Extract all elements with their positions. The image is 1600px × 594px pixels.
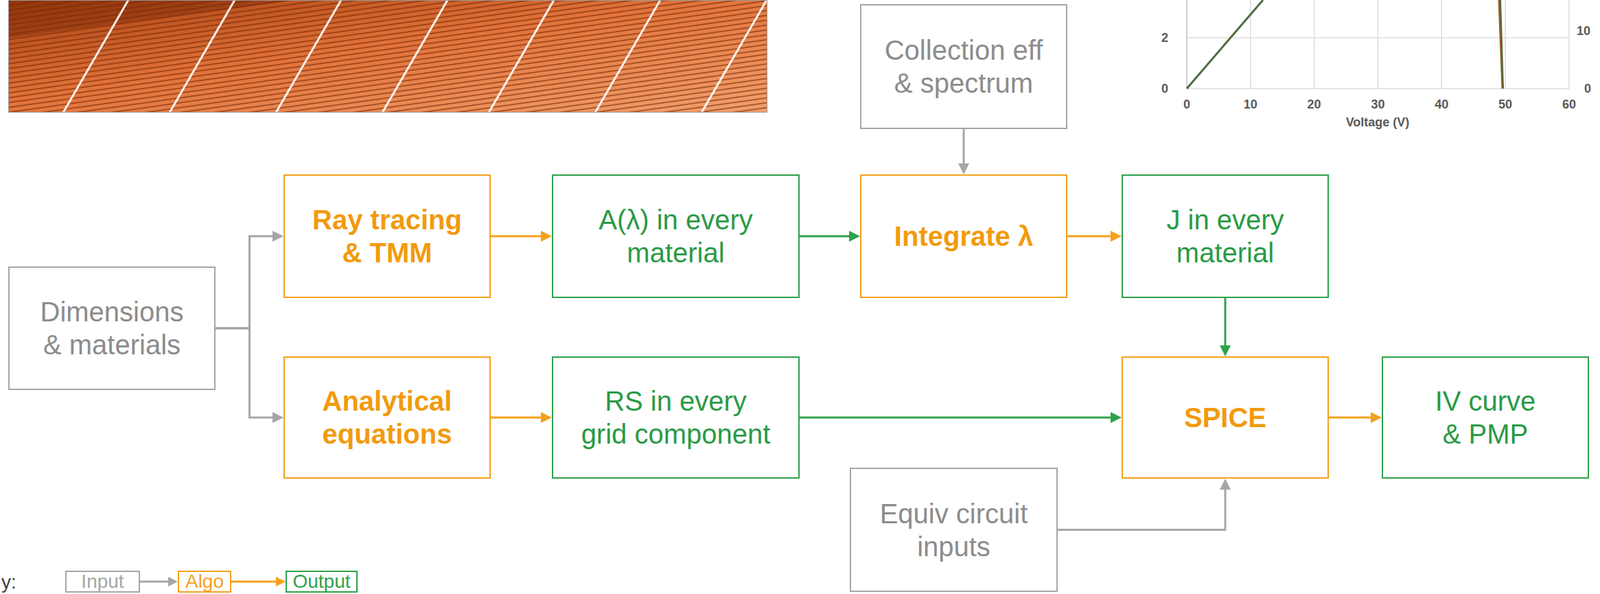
axis-tick-label: 30 — [1370, 97, 1385, 112]
flow-connector — [490, 230, 552, 242]
connector-line — [215, 328, 276, 418]
input-box: Dimensions & materials — [8, 266, 216, 390]
connector-line — [963, 129, 966, 167]
axis-tick-label: 2 — [1161, 30, 1169, 46]
arrow-head — [540, 230, 552, 242]
box-text: Analytical equations — [294, 384, 480, 451]
flow-connector — [1067, 230, 1122, 242]
flow-connector — [215, 230, 284, 329]
connector-line — [1067, 235, 1114, 238]
flow-connector — [215, 328, 284, 423]
connector-line — [799, 416, 1114, 419]
axis-tick-label: 0 — [1183, 97, 1191, 112]
flow-connector — [1219, 297, 1231, 357]
connector-line — [1057, 486, 1226, 530]
flow-connector — [799, 411, 1122, 423]
axis-tick-label: 0 — [1161, 81, 1169, 97]
axis-tick-label: Voltage (V) — [1346, 115, 1410, 130]
box-text: Integrate λ — [894, 219, 1034, 253]
arrow-head — [1110, 411, 1122, 423]
connector-line — [1328, 416, 1374, 419]
flow-connector — [799, 230, 861, 242]
connector-line — [799, 235, 852, 238]
axis-tick-label: 20 — [1307, 97, 1322, 112]
connector-line — [215, 236, 276, 329]
axis-tick-label: 10 — [1243, 97, 1258, 112]
box-text: Collection eff & spectrum — [873, 33, 1054, 100]
arrow-head — [272, 230, 284, 242]
box-text: Equiv circuit inputs — [861, 496, 1047, 563]
arrow-head — [272, 411, 284, 423]
algorithm-box: Integrate λ — [860, 174, 1068, 298]
output-box: RS in every grid component — [551, 356, 800, 479]
connector-line — [490, 416, 544, 419]
input-box: Equiv circuit inputs — [849, 467, 1058, 592]
arrow-head — [958, 163, 970, 175]
output-box: A(λ) in every material — [551, 174, 800, 298]
axis-tick-label: 60 — [1562, 97, 1576, 112]
box-text: RS in every grid component — [578, 384, 774, 451]
flow-connector — [490, 411, 552, 423]
box-text: Ray tracing & TMM — [304, 203, 470, 270]
flow-connector — [958, 129, 970, 175]
flow-connector — [1057, 478, 1231, 530]
arrow-head — [1110, 230, 1122, 242]
algorithm-box: Analytical equations — [283, 356, 491, 479]
legend-text: Output — [292, 571, 351, 591]
output-box: J in every material — [1121, 174, 1329, 298]
algorithm-box: Ray tracing & TMM — [283, 174, 491, 298]
legend-text: Algo — [185, 571, 224, 591]
connector-line — [490, 235, 544, 238]
arrow-head — [1219, 345, 1231, 357]
solar-cell-photo — [8, 0, 768, 113]
input-box: Collection eff & spectrum — [860, 4, 1068, 130]
output-box: IV curve & PMP — [1381, 356, 1590, 479]
legend-swatch: Input — [65, 570, 141, 593]
key-label: y: — [1, 571, 17, 594]
arrow-head — [849, 230, 861, 242]
flow-connector — [1328, 411, 1382, 423]
box-text: IV curve & PMP — [1426, 384, 1545, 451]
arrow-head — [1219, 478, 1231, 490]
algorithm-box: SPICE — [1121, 356, 1329, 479]
arrow-head — [540, 411, 552, 423]
legend-swatch: Output — [285, 570, 358, 593]
axis-tick-label: 40 — [1434, 97, 1449, 112]
legend-swatch: Algo — [177, 570, 232, 593]
axis-tick-label: 10 — [1576, 24, 1591, 39]
axis-tick-label: 50 — [1498, 97, 1513, 112]
axis-tick-label: 0 — [1584, 81, 1592, 97]
connector-line — [1224, 297, 1227, 349]
box-text: Dimensions & materials — [32, 295, 192, 362]
box-text: J in every material — [1132, 203, 1318, 270]
legend-text: Input — [80, 571, 124, 591]
box-text: SPICE — [1184, 400, 1267, 434]
box-text: A(λ) in every material — [566, 203, 786, 270]
arrow-head — [1370, 411, 1382, 423]
